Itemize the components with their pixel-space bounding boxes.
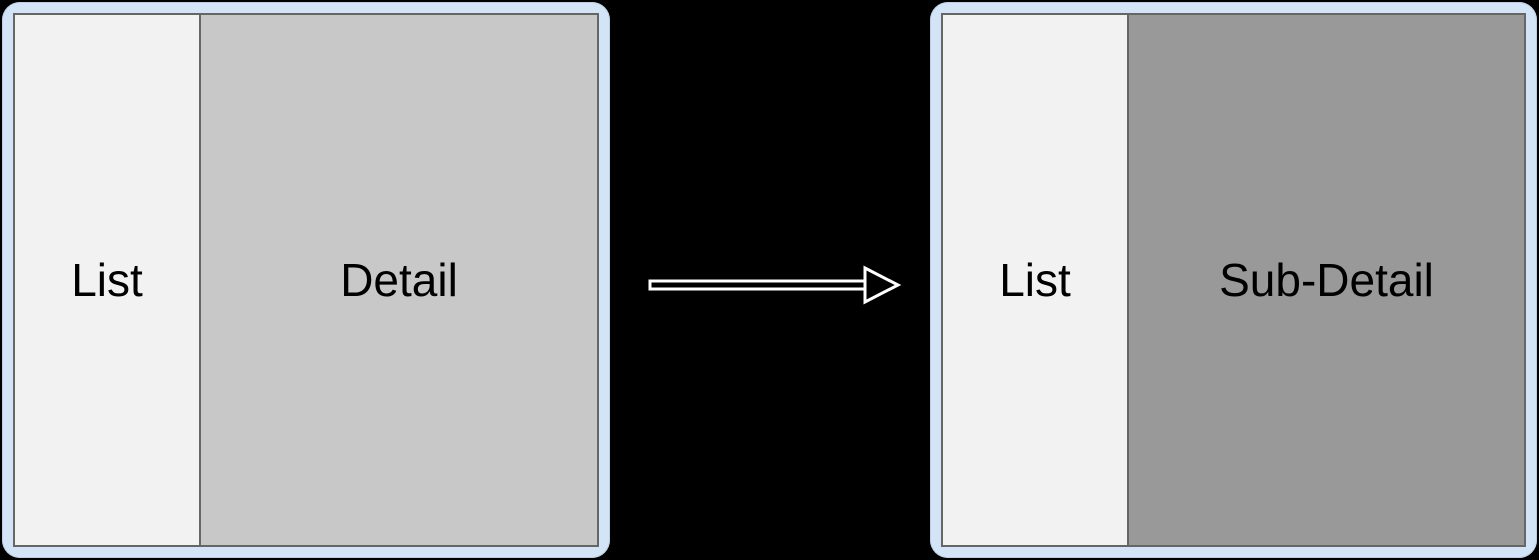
pane-list-label: List xyxy=(71,254,143,306)
window-content-area: List Sub-Detail xyxy=(941,13,1526,547)
transition-arrow-glyph xyxy=(648,265,902,305)
window-master-subdetail[interactable]: List Sub-Detail xyxy=(930,2,1537,558)
window-master-detail[interactable]: List Detail xyxy=(2,2,610,558)
pane-sub-detail-label: Sub-Detail xyxy=(1219,254,1434,306)
pane-sub-detail[interactable]: Sub-Detail xyxy=(1129,15,1524,545)
pane-detail-label: Detail xyxy=(340,254,458,306)
window-content-area: List Detail xyxy=(13,13,599,547)
pane-list-label: List xyxy=(999,254,1071,306)
transition-arrow xyxy=(640,250,910,320)
pane-list[interactable]: List xyxy=(15,15,201,545)
pane-list[interactable]: List xyxy=(943,15,1129,545)
pane-detail[interactable]: Detail xyxy=(201,15,597,545)
